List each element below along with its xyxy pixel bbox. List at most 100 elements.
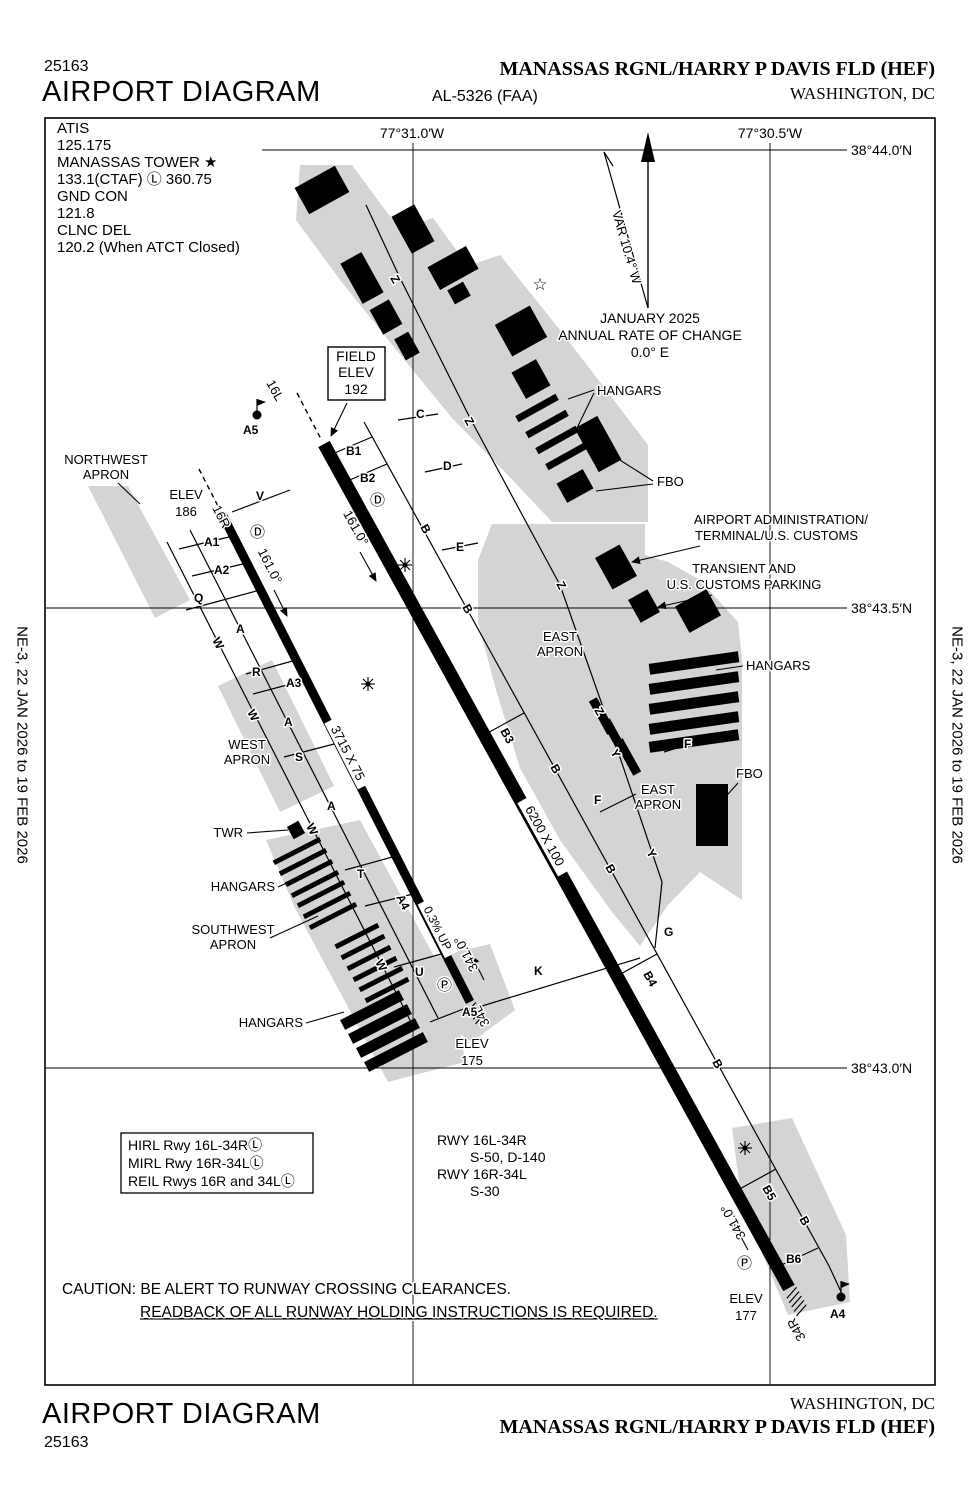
hangar-building <box>391 204 435 254</box>
taxiway-w-line <box>166 541 416 1031</box>
southwest-apron <box>266 820 465 1082</box>
svg-text:TERMINAL/U.S. CUSTOMS: TERMINAL/U.S. CUSTOMS <box>695 528 858 543</box>
map-label: JANUARY 2025 <box>599 309 702 328</box>
taxiway-f-stub <box>599 793 637 813</box>
map-label: 3715 X 75 <box>324 716 372 790</box>
chart-border <box>44 117 936 1386</box>
svg-text:38°44.0′N: 38°44.0′N <box>851 142 912 158</box>
svg-text:EAST: EAST <box>641 782 675 797</box>
svg-text:177: 177 <box>735 1308 757 1323</box>
east-hangar-bar <box>648 651 740 675</box>
map-label: B1 <box>345 443 364 460</box>
svg-text:A3: A3 <box>286 676 302 690</box>
southwest-t-hangar-row-2 <box>334 922 410 1004</box>
heading-161-arrow-16l <box>359 551 377 582</box>
svg-text:F: F <box>684 737 691 751</box>
svg-text:APRON: APRON <box>83 467 129 482</box>
taxiway-b1-stub <box>329 436 373 456</box>
map-label: D <box>442 458 454 475</box>
map-label: 38°44.0′N <box>850 141 914 160</box>
true-north-arrowhead-icon <box>641 132 655 162</box>
taxiway-z-line <box>365 204 605 711</box>
map-label: 175 <box>460 1052 485 1070</box>
taxiway-b3-stub <box>483 712 525 736</box>
east-hangar-bar <box>648 729 740 753</box>
taxiway-a2-stub <box>191 562 248 577</box>
map-label: T <box>356 866 367 883</box>
taxiway-b5-stub <box>735 1168 777 1192</box>
svg-text:38°43.0′N: 38°43.0′N <box>851 1060 912 1076</box>
map-label: 121.8 <box>56 204 97 224</box>
runway-34l-overrun-hatch <box>468 1002 484 1025</box>
svg-text:EAST: EAST <box>543 629 577 644</box>
svg-text:38°43.5′N: 38°43.5′N <box>851 600 912 616</box>
svg-text:Q: Q <box>194 591 203 605</box>
svg-text:HANGARS: HANGARS <box>597 383 662 398</box>
twr-leader <box>246 829 289 834</box>
map-label: A2 <box>213 562 232 579</box>
svg-text:TWR: TWR <box>213 825 243 840</box>
map-label: CLNC DEL <box>56 221 133 241</box>
svg-text:A: A <box>284 715 293 729</box>
map-label: APRON <box>81 466 130 484</box>
map-label: Ⓟ <box>736 1254 754 1274</box>
taxiway-d-stub <box>424 463 463 473</box>
map-label: APRON <box>208 936 257 954</box>
field-elev-box <box>327 346 386 401</box>
svg-text:120.2 (When ATCT Closed): 120.2 (When ATCT Closed) <box>57 239 240 256</box>
map-label: NORTHWEST <box>63 451 150 469</box>
terminal-customs-building <box>595 544 637 590</box>
svg-text:Ⓟ: Ⓟ <box>737 1255 752 1272</box>
windsock-icon <box>836 1281 850 1302</box>
svg-text:ANNUAL RATE OF CHANGE: ANNUAL RATE OF CHANGE <box>558 327 742 343</box>
rwy34r-end-pad <box>732 1118 850 1315</box>
svg-text:133.1(CTAF) Ⓛ 360.75: 133.1(CTAF) Ⓛ 360.75 <box>57 171 212 188</box>
taxiway-t-stub <box>344 855 397 871</box>
svg-text:GND CON: GND CON <box>57 188 128 205</box>
taxiway-a5-stub <box>429 1007 467 1023</box>
svg-text:FBO: FBO <box>657 474 684 489</box>
map-label: ELEV <box>728 1290 765 1308</box>
map-label: MANASSAS TOWER ★ <box>56 153 219 173</box>
map-label: 125.175 <box>56 136 113 156</box>
hangars-ne-leader-1 <box>567 389 595 400</box>
hangar-building <box>494 305 548 357</box>
map-label: ELEV <box>454 1035 491 1053</box>
city-top: WASHINGTON, DC <box>789 84 935 103</box>
heading-341-arrow-34r <box>733 1223 749 1251</box>
hangars-southwest-leader <box>305 1011 345 1024</box>
map-label: 38°43.0′N <box>850 1059 914 1078</box>
map-label: RWY 16L-34R <box>436 1131 529 1150</box>
hangar-building <box>369 299 403 335</box>
svg-text:A4: A4 <box>830 1307 846 1321</box>
hangars-west-leader <box>277 876 301 888</box>
hangar-row-bar <box>535 425 579 455</box>
map-label: ATIS <box>56 119 91 139</box>
map-label: K <box>533 963 545 980</box>
svg-text:☆: ☆ <box>532 275 547 294</box>
map-label: 192 <box>343 380 370 399</box>
airport-name-bottom: MANASSAS RGNL/HARRY P DAVIS FLD (HEF) <box>499 1416 935 1438</box>
map-label: A <box>283 714 295 731</box>
taxiway-q-stub <box>185 589 261 611</box>
map-label: B6 <box>785 1251 804 1268</box>
hangar-building <box>294 165 350 215</box>
light-beacon-icon <box>361 677 375 691</box>
taxiway-b6-stub <box>776 1247 819 1268</box>
map-label: GND CON <box>56 187 130 207</box>
heading-161-arrow-16r <box>273 589 288 617</box>
map-label: TRANSIENT AND <box>691 560 798 578</box>
svg-text:3715 X 75: 3715 X 75 <box>328 723 368 783</box>
map-label: B <box>708 1055 728 1073</box>
map-label: A5 <box>242 422 261 439</box>
map-label: ANNUAL RATE OF CHANGE <box>557 326 744 345</box>
svg-text:125.175: 125.175 <box>57 137 111 154</box>
map-label: AIRPORT ADMINISTRATION/ <box>692 511 869 529</box>
svg-text:CLNC DEL: CLNC DEL <box>57 222 131 239</box>
svg-text:175: 175 <box>461 1053 483 1068</box>
map-label: EAST <box>640 781 677 799</box>
svg-text:186: 186 <box>175 504 197 519</box>
map-label: W <box>208 634 229 654</box>
taxiway-u-stub <box>393 952 446 968</box>
map-label: A1 <box>203 534 222 551</box>
